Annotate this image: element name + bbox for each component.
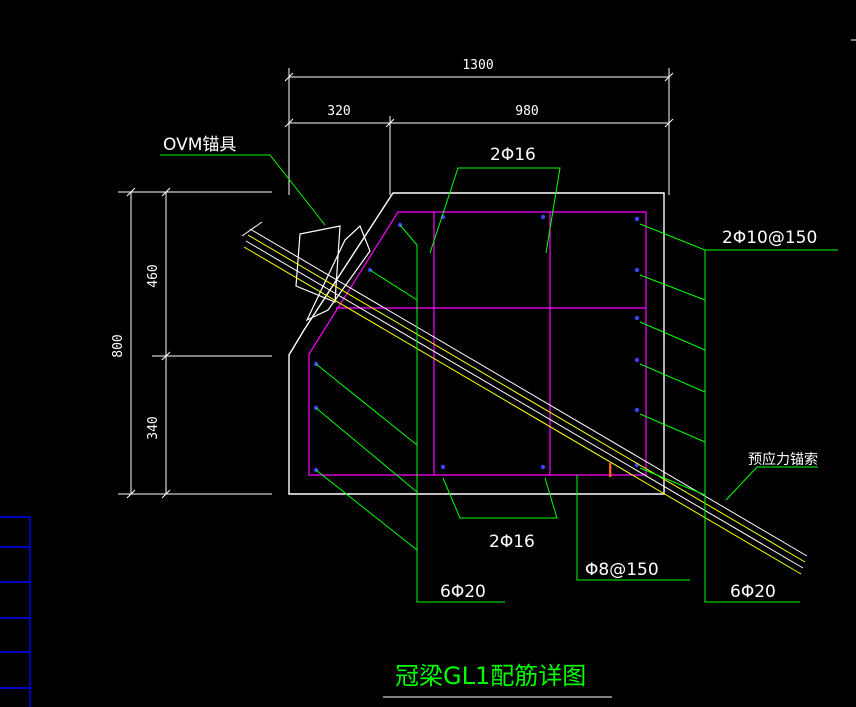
label-right-bars: 6Φ20: [730, 582, 776, 602]
label-stirrup: Φ8@150: [585, 560, 659, 580]
label-prestress-cable: 预应力锚索: [748, 451, 818, 468]
dim-460: 460: [146, 264, 161, 287]
dim-800: 800: [111, 334, 126, 357]
accent-mark: [609, 463, 612, 477]
ovm-anchor-block: [295, 224, 371, 322]
prestress-cable: [241, 221, 808, 575]
label-ovm-anchor: OVM锚具: [163, 135, 236, 155]
label-left-bars: 6Φ20: [440, 582, 486, 602]
dim-980: 980: [515, 104, 538, 119]
label-top-bars: 2Φ16: [490, 145, 536, 165]
dim-320: 320: [327, 104, 350, 119]
rebar-dots: [313, 214, 640, 473]
leader-lines: [160, 154, 838, 603]
side-table-fragment: [0, 516, 31, 707]
dim-1300: 1300: [462, 58, 493, 73]
stirrup-cage: [308, 211, 647, 476]
label-bottom-bars: 2Φ16: [489, 532, 535, 552]
top-dimension-chain: [284, 68, 674, 195]
drawing-title: 冠梁GL1配筋详图: [395, 662, 586, 690]
label-side-bars: 2Φ10@150: [722, 228, 817, 248]
dim-340: 340: [146, 416, 161, 439]
beam-outline: [288, 192, 665, 495]
left-dimension-chain: [118, 187, 272, 499]
